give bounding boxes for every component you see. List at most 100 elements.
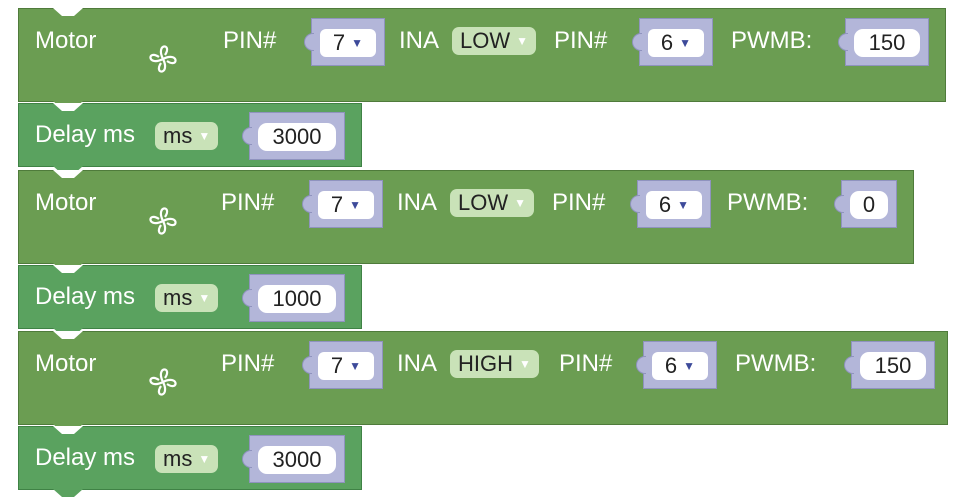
socket-plug <box>844 356 854 374</box>
delay-socket[interactable]: 1000 <box>242 274 345 322</box>
chevron-down-icon: ▼ <box>198 291 211 305</box>
delay-label: Delay ms <box>35 283 136 310</box>
ina-dropdown[interactable]: LOW ▼ <box>450 189 535 217</box>
pwmb-input[interactable]: 150 <box>854 29 920 57</box>
pin-label: PIN# <box>221 189 275 216</box>
pin-a-value: 7 <box>332 30 346 55</box>
motor-block[interactable]: Motor PIN# 7▼ INA LOW▼ PIN# 6▼ PWMB: 0 <box>18 170 914 271</box>
block-notch <box>53 265 83 273</box>
block-notch <box>53 426 83 434</box>
ina-value: HIGH <box>458 351 513 376</box>
pin-label: PIN# <box>552 189 606 216</box>
delay-input[interactable]: 3000 <box>258 446 336 474</box>
pin-a-socket[interactable]: 7▼ <box>304 18 385 66</box>
block-tab <box>53 489 83 497</box>
delay-socket[interactable]: 3000 <box>242 112 345 160</box>
ina-dropdown[interactable]: LOW ▼ <box>452 27 537 55</box>
fan-icon <box>149 368 177 396</box>
pin-a-socket[interactable]: 7▼ <box>302 341 383 389</box>
pin-a-dropdown[interactable]: 7▼ <box>318 352 374 380</box>
delay-block[interactable]: Delay ms ms ▼ 1000 <box>18 265 362 336</box>
socket-plug <box>242 127 252 145</box>
socket-plug <box>302 356 312 374</box>
pwmb-label: PWMB: <box>727 189 809 216</box>
pin-a-dropdown[interactable]: 7▼ <box>320 29 376 57</box>
pin-a-value: 7 <box>330 192 344 217</box>
pwmb-socket[interactable]: 0 <box>834 180 897 228</box>
delay-unit-dropdown[interactable]: ms ▼ <box>155 284 219 312</box>
pin-b-value: 6 <box>658 192 672 217</box>
delay-input[interactable]: 3000 <box>258 123 336 151</box>
pin-label: PIN# <box>223 27 277 54</box>
pwmb-input[interactable]: 150 <box>860 352 926 380</box>
block-notch <box>53 170 83 178</box>
fan-icon <box>149 45 177 73</box>
block-notch <box>53 103 83 111</box>
ina-dropdown[interactable]: HIGH ▼ <box>450 350 539 378</box>
motor-block[interactable]: Motor PIN# 7▼ INA LOW▼ PIN# 6▼ PWMB: 150 <box>18 8 946 109</box>
fan-icon <box>149 207 177 235</box>
pin-b-socket[interactable]: 6▼ <box>636 341 717 389</box>
delay-socket[interactable]: 3000 <box>242 435 345 483</box>
motor-label: Motor <box>35 350 97 377</box>
socket-plug <box>242 289 252 307</box>
delay-block[interactable]: Delay ms ms ▼ 3000 <box>18 103 362 174</box>
pin-label: PIN# <box>559 350 613 377</box>
ina-label: INA <box>399 27 440 54</box>
chevron-down-icon: ▼ <box>349 198 362 212</box>
ina-label: INA <box>397 350 438 377</box>
socket-plug <box>302 195 312 213</box>
chevron-down-icon: ▼ <box>351 36 364 50</box>
socket-plug <box>834 195 844 213</box>
socket-plug <box>838 33 848 51</box>
delay-label: Delay ms <box>35 121 136 148</box>
chevron-down-icon: ▼ <box>679 36 692 50</box>
pin-a-socket[interactable]: 7▼ <box>302 180 383 228</box>
ina-value: LOW <box>458 190 509 215</box>
pin-a-value: 7 <box>330 353 344 378</box>
socket-plug <box>630 195 640 213</box>
block-notch <box>53 8 83 16</box>
delay-unit-value: ms <box>163 123 193 148</box>
pwmb-label: PWMB: <box>731 27 813 54</box>
pin-b-dropdown[interactable]: 6▼ <box>646 191 702 219</box>
chevron-down-icon: ▼ <box>677 198 690 212</box>
chevron-down-icon: ▼ <box>514 196 527 210</box>
pin-b-socket[interactable]: 6▼ <box>630 180 711 228</box>
socket-plug <box>304 33 314 51</box>
socket-plug <box>636 356 646 374</box>
chevron-down-icon: ▼ <box>198 452 211 466</box>
ina-label: INA <box>397 189 438 216</box>
block-notch <box>53 331 83 339</box>
motor-block[interactable]: Motor PIN# 7▼ INA HIGH▼ PIN# 6▼ PWMB: 15… <box>18 331 948 432</box>
chevron-down-icon: ▼ <box>349 359 362 373</box>
motor-label: Motor <box>35 27 97 54</box>
pwmb-socket[interactable]: 150 <box>844 341 935 389</box>
ina-value: LOW <box>460 28 511 53</box>
pwmb-socket[interactable]: 150 <box>838 18 929 66</box>
pwmb-input[interactable]: 0 <box>850 191 888 219</box>
delay-unit-value: ms <box>163 285 193 310</box>
chevron-down-icon: ▼ <box>683 359 696 373</box>
delay-block[interactable]: Delay ms ms ▼ 3000 <box>18 426 362 497</box>
pin-b-value: 6 <box>664 353 678 378</box>
pin-b-dropdown[interactable]: 6▼ <box>652 352 708 380</box>
pin-label: PIN# <box>554 27 608 54</box>
pwmb-label: PWMB: <box>735 350 817 377</box>
chevron-down-icon: ▼ <box>198 129 211 143</box>
socket-plug <box>632 33 642 51</box>
delay-unit-dropdown[interactable]: ms ▼ <box>155 122 219 150</box>
socket-plug <box>242 450 252 468</box>
chevron-down-icon: ▼ <box>519 357 531 371</box>
delay-input[interactable]: 1000 <box>258 285 336 313</box>
chevron-down-icon: ▼ <box>516 34 529 48</box>
pin-label: PIN# <box>221 350 275 377</box>
delay-label: Delay ms <box>35 444 136 471</box>
pin-b-value: 6 <box>660 30 674 55</box>
delay-unit-value: ms <box>163 446 193 471</box>
pin-a-dropdown[interactable]: 7▼ <box>318 191 374 219</box>
delay-unit-dropdown[interactable]: ms ▼ <box>155 445 219 473</box>
pin-b-socket[interactable]: 6▼ <box>632 18 713 66</box>
pin-b-dropdown[interactable]: 6▼ <box>648 29 704 57</box>
motor-label: Motor <box>35 189 97 216</box>
